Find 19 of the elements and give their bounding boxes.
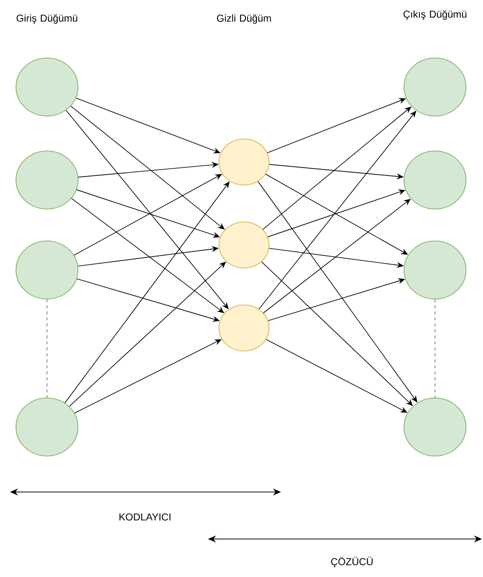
- neuron-circle: [218, 138, 270, 186]
- arrow: [258, 110, 416, 310]
- column-heading: Giriş Düğümü: [16, 14, 78, 24]
- neuron-circle: [218, 304, 270, 352]
- neuron-circle: [404, 240, 466, 300]
- neuron-circle: [16, 398, 78, 456]
- neuron-circle: [404, 150, 466, 210]
- neuron-circle: [16, 150, 78, 210]
- section-label: KODLAYICI: [120, 513, 170, 521]
- neuron-circle: [404, 398, 466, 456]
- neuron-circle: [404, 58, 466, 116]
- column-heading: Çıkış Düğümü: [404, 10, 466, 20]
- dashed-line: [434, 299, 436, 398]
- column-heading: Gizli Düğüm: [217, 14, 271, 24]
- neuron-circle: [218, 222, 270, 268]
- neuron-circle: [16, 240, 78, 300]
- neuron-circle: [16, 58, 78, 116]
- dashed-line: [46, 299, 48, 398]
- section-label: ÇÖZÜCÜ: [331, 556, 373, 568]
